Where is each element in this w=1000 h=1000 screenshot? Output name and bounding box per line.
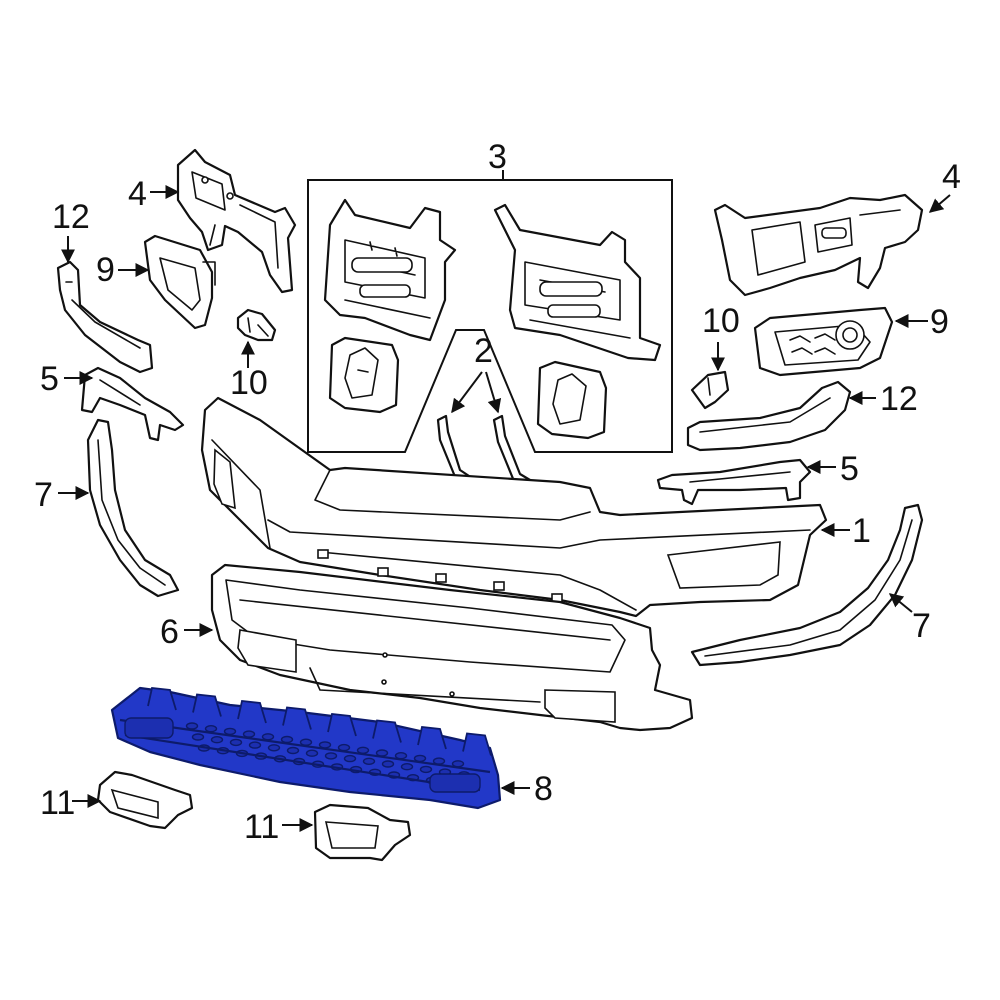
part-4-left-mount-bracket[interactable]: 4 xyxy=(128,148,297,294)
callout-10-right: 10 xyxy=(702,302,740,340)
skid-plate-hole xyxy=(191,733,205,741)
callout-5-left: 5 xyxy=(40,360,59,398)
skid-plate-hole xyxy=(248,741,262,749)
part-9-right-fog-bezel[interactable]: 9 xyxy=(753,303,949,377)
skid-plate-hole xyxy=(362,757,376,765)
skid-plate-hole xyxy=(204,725,218,733)
skid-plate-tab xyxy=(462,732,492,756)
skid-plate-tab xyxy=(282,706,312,730)
skid-plate-end-opening-right xyxy=(429,773,481,793)
skid-plate-tab xyxy=(192,693,222,717)
skid-plate-hole xyxy=(210,736,224,744)
part-12-right-trim-strip[interactable]: 12 xyxy=(686,380,918,452)
skid-plate-hole xyxy=(381,760,395,768)
part-4-right-mount-bracket[interactable]: 4 xyxy=(713,158,961,297)
skid-plate-hole xyxy=(413,754,427,763)
part-8-skid-plate-highlighted[interactable]: 8 xyxy=(110,686,553,810)
callout-5-right: 5 xyxy=(840,450,859,488)
part-6-lower-valance[interactable]: 6 xyxy=(160,563,694,732)
callout-4-right: 4 xyxy=(942,158,961,196)
callout-9-right: 9 xyxy=(930,303,949,341)
skid-plate-hole xyxy=(185,722,199,730)
callout-1: 1 xyxy=(852,512,871,550)
skid-plate-hole xyxy=(261,733,275,741)
part-5-right-filler-bracket[interactable]: 5 xyxy=(656,450,859,506)
skid-plate-hole xyxy=(223,727,237,736)
skid-plate-hole xyxy=(267,744,281,752)
skid-plate-tab xyxy=(147,687,177,711)
skid-plate-tab xyxy=(417,726,447,750)
callout-6: 6 xyxy=(160,613,179,651)
skid-plate-hole xyxy=(229,738,243,747)
callout-7-left: 7 xyxy=(34,476,53,514)
skid-plate-hole xyxy=(305,749,319,757)
part-11-right-tow-bezel[interactable]: 11 xyxy=(244,803,412,862)
skid-plate-hole xyxy=(299,738,313,746)
skid-plate-hole xyxy=(394,752,408,760)
callout-10-left: 10 xyxy=(230,364,268,402)
callout-3: 3 xyxy=(488,138,507,176)
skid-plate-hole xyxy=(280,735,294,744)
skid-plate-hole xyxy=(419,765,433,774)
callout-12-right: 12 xyxy=(880,380,918,418)
part-1-bumper-face-bar[interactable]: 1 xyxy=(200,396,871,618)
part-11-left-tow-bezel[interactable]: 11 xyxy=(40,770,194,830)
part-7-left-side-extension[interactable]: 7 xyxy=(34,418,180,598)
part-3-bracket-group[interactable]: 3 xyxy=(307,138,673,453)
skid-plate-hole xyxy=(337,743,351,752)
skid-plate-tab xyxy=(372,719,402,743)
part-9-left-fog-bezel[interactable]: 9 xyxy=(96,234,216,330)
callout-12-left: 12 xyxy=(52,198,90,236)
part-7-right-side-extension[interactable]: 7 xyxy=(690,503,931,667)
part-10-left-clip[interactable]: 10 xyxy=(230,308,277,402)
part-2-brace-pair[interactable]: 2 xyxy=(436,332,532,490)
skid-plate-tabs xyxy=(147,687,492,756)
callout-8: 8 xyxy=(534,770,553,808)
skid-plate-hole xyxy=(318,741,332,749)
part-10-right-clip[interactable]: 10 xyxy=(690,302,740,410)
part-12-left-trim-strip[interactable]: 12 xyxy=(52,198,154,374)
skid-plate-hole xyxy=(286,746,300,755)
skid-plate-tab xyxy=(237,700,267,724)
part-5-left-filler-bracket[interactable]: 5 xyxy=(40,360,185,442)
skid-plate-hole xyxy=(324,752,338,760)
callout-9-left: 9 xyxy=(96,251,115,289)
skid-plate-hole xyxy=(343,754,357,763)
callout-11-left: 11 xyxy=(40,784,75,822)
callout-7-right: 7 xyxy=(912,607,931,645)
skid-plate-hole xyxy=(242,730,256,738)
skid-plate-hole xyxy=(356,746,370,754)
skid-plate-hole xyxy=(400,763,414,771)
skid-plate-end-opening-left xyxy=(124,717,174,739)
skid-plate-tab xyxy=(327,713,357,737)
callout-4-left: 4 xyxy=(128,175,147,213)
callout-2: 2 xyxy=(474,332,493,370)
skid-plate-hole xyxy=(375,749,389,757)
callout-11-right: 11 xyxy=(244,808,279,846)
